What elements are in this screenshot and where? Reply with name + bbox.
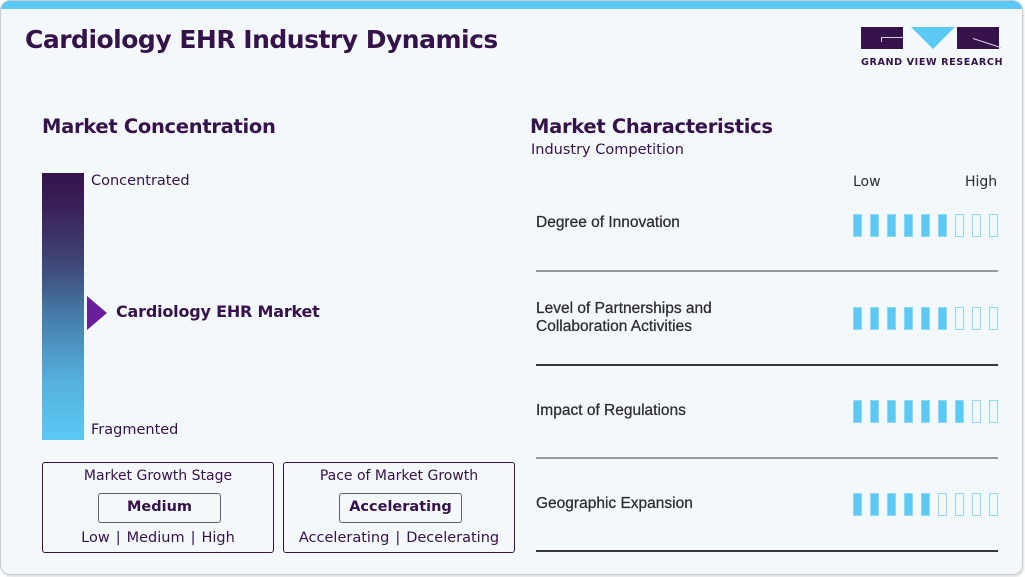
characteristic-label: Geographic Expansion [536,495,693,512]
accent-stripe [1,1,1022,9]
growth-stage-value: Medium [98,493,221,523]
pace-value: Accelerating [339,493,462,523]
growth-stage-options: Low|Medium|High [81,530,235,546]
rating-segment-empty [989,214,998,237]
rating-segment-empty [955,493,964,516]
rating-segment-empty [972,400,981,423]
row-divider [536,550,998,552]
rating-segment-empty [972,493,981,516]
rating-segment-filled [921,493,930,516]
option-accelerating: Accelerating [298,530,390,546]
page-title: Cardiology EHR Industry Dynamics [25,25,498,54]
scale-high-label: High [965,174,998,190]
rating-bar [853,400,998,423]
rating-segment-empty [989,400,998,423]
logo-g-mark-icon [861,27,903,49]
rating-segment-filled [870,400,879,423]
market-position-label: Cardiology EHR Market [116,302,320,321]
pace-options: Accelerating|Decelerating [298,530,500,546]
rating-bar [853,307,998,330]
logo-r-mark-icon [957,27,1002,49]
rating-segment-filled [887,214,896,237]
rating-segment-empty [972,307,981,330]
rating-segment-filled [938,214,947,237]
rating-segment-filled [853,214,862,237]
rating-segment-filled [904,400,913,423]
rating-segment-filled [870,307,879,330]
fragmented-label: Fragmented [91,422,179,438]
rating-segment-empty [989,307,998,330]
option-decelerating: Decelerating [406,530,500,546]
market-characteristics-title: Market Characteristics [530,115,773,138]
logo-v-triangle-icon [911,27,955,49]
market-position-marker-icon [87,296,107,330]
scale-low-label: Low [853,174,881,190]
rating-segment-filled [853,307,862,330]
rating-segment-filled [904,307,913,330]
concentrated-label: Concentrated [91,173,190,189]
rating-segment-empty [955,214,964,237]
row-divider [536,364,998,366]
rating-segment-filled [853,493,862,516]
rating-bar [853,493,998,516]
row-divider [536,270,998,272]
concentration-gradient-bar [42,173,84,440]
grand-view-research-logo: GRAND VIEW RESEARCH [859,27,1003,69]
characteristic-label: Impact of Regulations [536,402,686,419]
rating-segment-filled [853,400,862,423]
rating-segment-empty [972,214,981,237]
growth-stage-title: Market Growth Stage [83,468,233,484]
option-high: High [201,530,235,546]
rating-segment-filled [904,214,913,237]
option-low: Low [81,530,110,546]
rating-segment-filled [887,400,896,423]
industry-competition-subtitle: Industry Competition [531,142,684,158]
rating-bar [853,214,998,237]
logo-text: GRAND VIEW RESEARCH [861,57,1004,68]
rating-segment-filled [904,493,913,516]
rating-segment-empty [989,493,998,516]
row-divider [536,457,998,459]
market-growth-stage-box: Market Growth Stage Medium Low|Medium|Hi… [42,462,274,553]
rating-segment-empty [938,493,947,516]
characteristic-label: Degree of Innovation [536,214,680,231]
rating-segment-filled [955,400,964,423]
rating-segment-filled [921,400,930,423]
rating-segment-filled [870,493,879,516]
pace-title: Pace of Market Growth [319,468,479,484]
rating-segment-filled [870,214,879,237]
market-concentration-title: Market Concentration [42,115,276,138]
rating-segment-filled [921,214,930,237]
rating-segment-filled [921,307,930,330]
option-medium: Medium [126,530,185,546]
pace-of-market-growth-box: Pace of Market Growth Accelerating Accel… [283,462,515,553]
rating-segment-filled [938,307,947,330]
rating-segment-filled [938,400,947,423]
rating-segment-filled [887,493,896,516]
rating-segment-empty [955,307,964,330]
rating-segment-filled [887,307,896,330]
